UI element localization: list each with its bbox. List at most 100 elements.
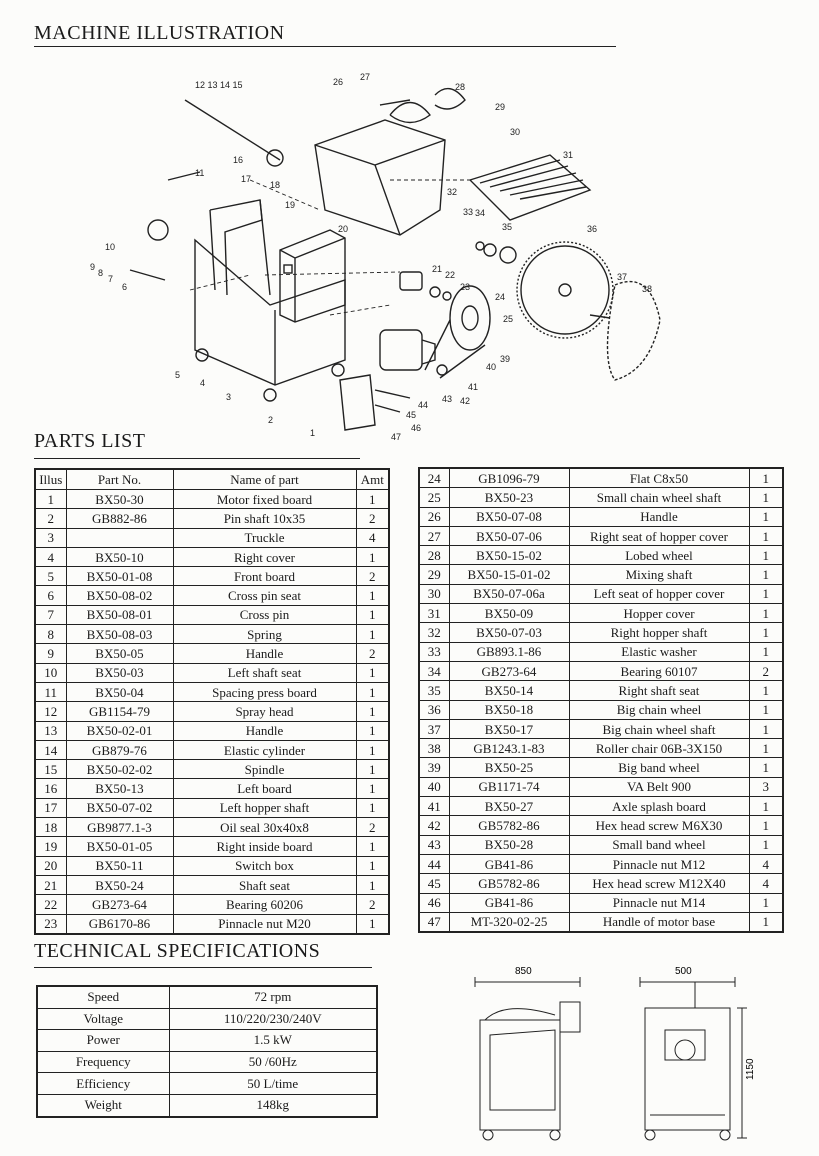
cell-name: Cross pin seat	[172, 585, 357, 606]
cell-amt: 1	[748, 892, 784, 913]
dimension-drawings: 850 500 1150	[474, 966, 756, 1141]
svg-text:16: 16	[233, 155, 243, 165]
svg-text:12 13 14 15: 12 13 14 15	[195, 80, 243, 90]
cell-illus: 45	[418, 873, 450, 894]
cell-part-no: GB9877.1-3	[65, 817, 174, 838]
specs-rule	[34, 967, 372, 968]
cell-name: Pinnacle nut M12	[568, 853, 750, 875]
cell-illus: 23	[34, 913, 67, 935]
cell-name: Mixing shaft	[568, 564, 750, 585]
cell-part-no: BX50-02-02	[65, 759, 174, 780]
cell-illus: 8	[34, 624, 67, 645]
cell-name: Big chain wheel shaft	[568, 718, 750, 740]
svg-text:41: 41	[468, 382, 478, 392]
cell-part-no: MT-320-02-25	[448, 911, 570, 933]
cell-illus: 7	[34, 604, 67, 626]
cell-amt: 3	[748, 776, 784, 798]
cell-amt: 1	[355, 913, 390, 935]
svg-text:35: 35	[502, 222, 512, 232]
cell-amt: 1	[355, 701, 390, 722]
cell-amt: 1	[355, 546, 390, 568]
illustration-title: MACHINE ILLUSTRATION	[34, 22, 285, 44]
cell-name: Right seat of hopper cover	[568, 525, 750, 547]
svg-text:28: 28	[455, 82, 465, 92]
svg-text:45: 45	[406, 410, 416, 420]
svg-text:27: 27	[360, 72, 370, 82]
cell-name: Handle	[568, 506, 750, 527]
spec-value: 1.5 kW	[168, 1029, 378, 1052]
cell-illus: 30	[418, 583, 450, 605]
cell-name: Big band wheel	[568, 757, 750, 778]
cell-illus: 5	[34, 566, 67, 587]
cell-part-no: GB6170-86	[65, 913, 174, 935]
cell-name: Left board	[172, 778, 357, 799]
svg-text:46: 46	[411, 423, 421, 433]
header-illus: Illus	[34, 468, 67, 490]
cell-amt: 1	[748, 525, 784, 547]
svg-text:20: 20	[338, 224, 348, 234]
cell-illus: 46	[418, 892, 450, 913]
cell-name: Pinnacle nut M14	[568, 892, 750, 913]
spec-label: Weight	[36, 1093, 170, 1118]
cell-name: Pin shaft 10x35	[172, 508, 357, 529]
cell-amt: 1	[748, 583, 784, 605]
cell-illus: 10	[34, 662, 67, 683]
cell-name: Left seat of hopper cover	[568, 583, 750, 605]
cell-name: VA Belt 900	[568, 776, 750, 798]
cell-name: Motor fixed board	[172, 488, 357, 510]
header-part-no: Part No.	[65, 468, 174, 490]
svg-text:24: 24	[495, 292, 505, 302]
cell-part-no: BX50-04	[65, 681, 174, 703]
cell-amt: 1	[748, 796, 784, 817]
illustration-rule	[34, 46, 616, 47]
cell-part-no: GB879-76	[65, 739, 174, 761]
cell-amt: 1	[355, 874, 390, 896]
cell-part-no: BX50-24	[65, 874, 174, 896]
cell-part-no: BX50-14	[448, 680, 570, 701]
cell-illus: 26	[418, 506, 450, 527]
svg-text:37: 37	[617, 272, 627, 282]
cell-illus: 14	[34, 739, 67, 761]
cell-name: Flat C8x50	[568, 467, 750, 489]
svg-text:39: 39	[500, 354, 510, 364]
svg-text:8: 8	[98, 268, 103, 278]
cell-illus: 40	[418, 776, 450, 798]
cell-part-no: GB41-86	[448, 892, 570, 913]
cell-illus: 28	[418, 545, 450, 566]
cell-name: Spring	[172, 624, 357, 645]
svg-text:11: 11	[195, 168, 204, 178]
cell-amt: 2	[355, 894, 390, 915]
cell-illus: 36	[418, 699, 450, 720]
cell-illus: 41	[418, 796, 450, 817]
dim-width: 850	[515, 966, 532, 977]
svg-text:43: 43	[442, 394, 452, 404]
svg-text:9: 9	[90, 262, 95, 272]
cell-illus: 27	[418, 525, 450, 547]
cell-part-no: BX50-23	[448, 487, 570, 508]
cell-part-no: BX50-02-01	[65, 720, 174, 741]
cell-part-no: BX50-27	[448, 796, 570, 817]
cell-illus: 19	[34, 836, 67, 857]
cell-name: Handle	[172, 643, 357, 664]
cell-part-no: BX50-07-02	[65, 797, 174, 819]
